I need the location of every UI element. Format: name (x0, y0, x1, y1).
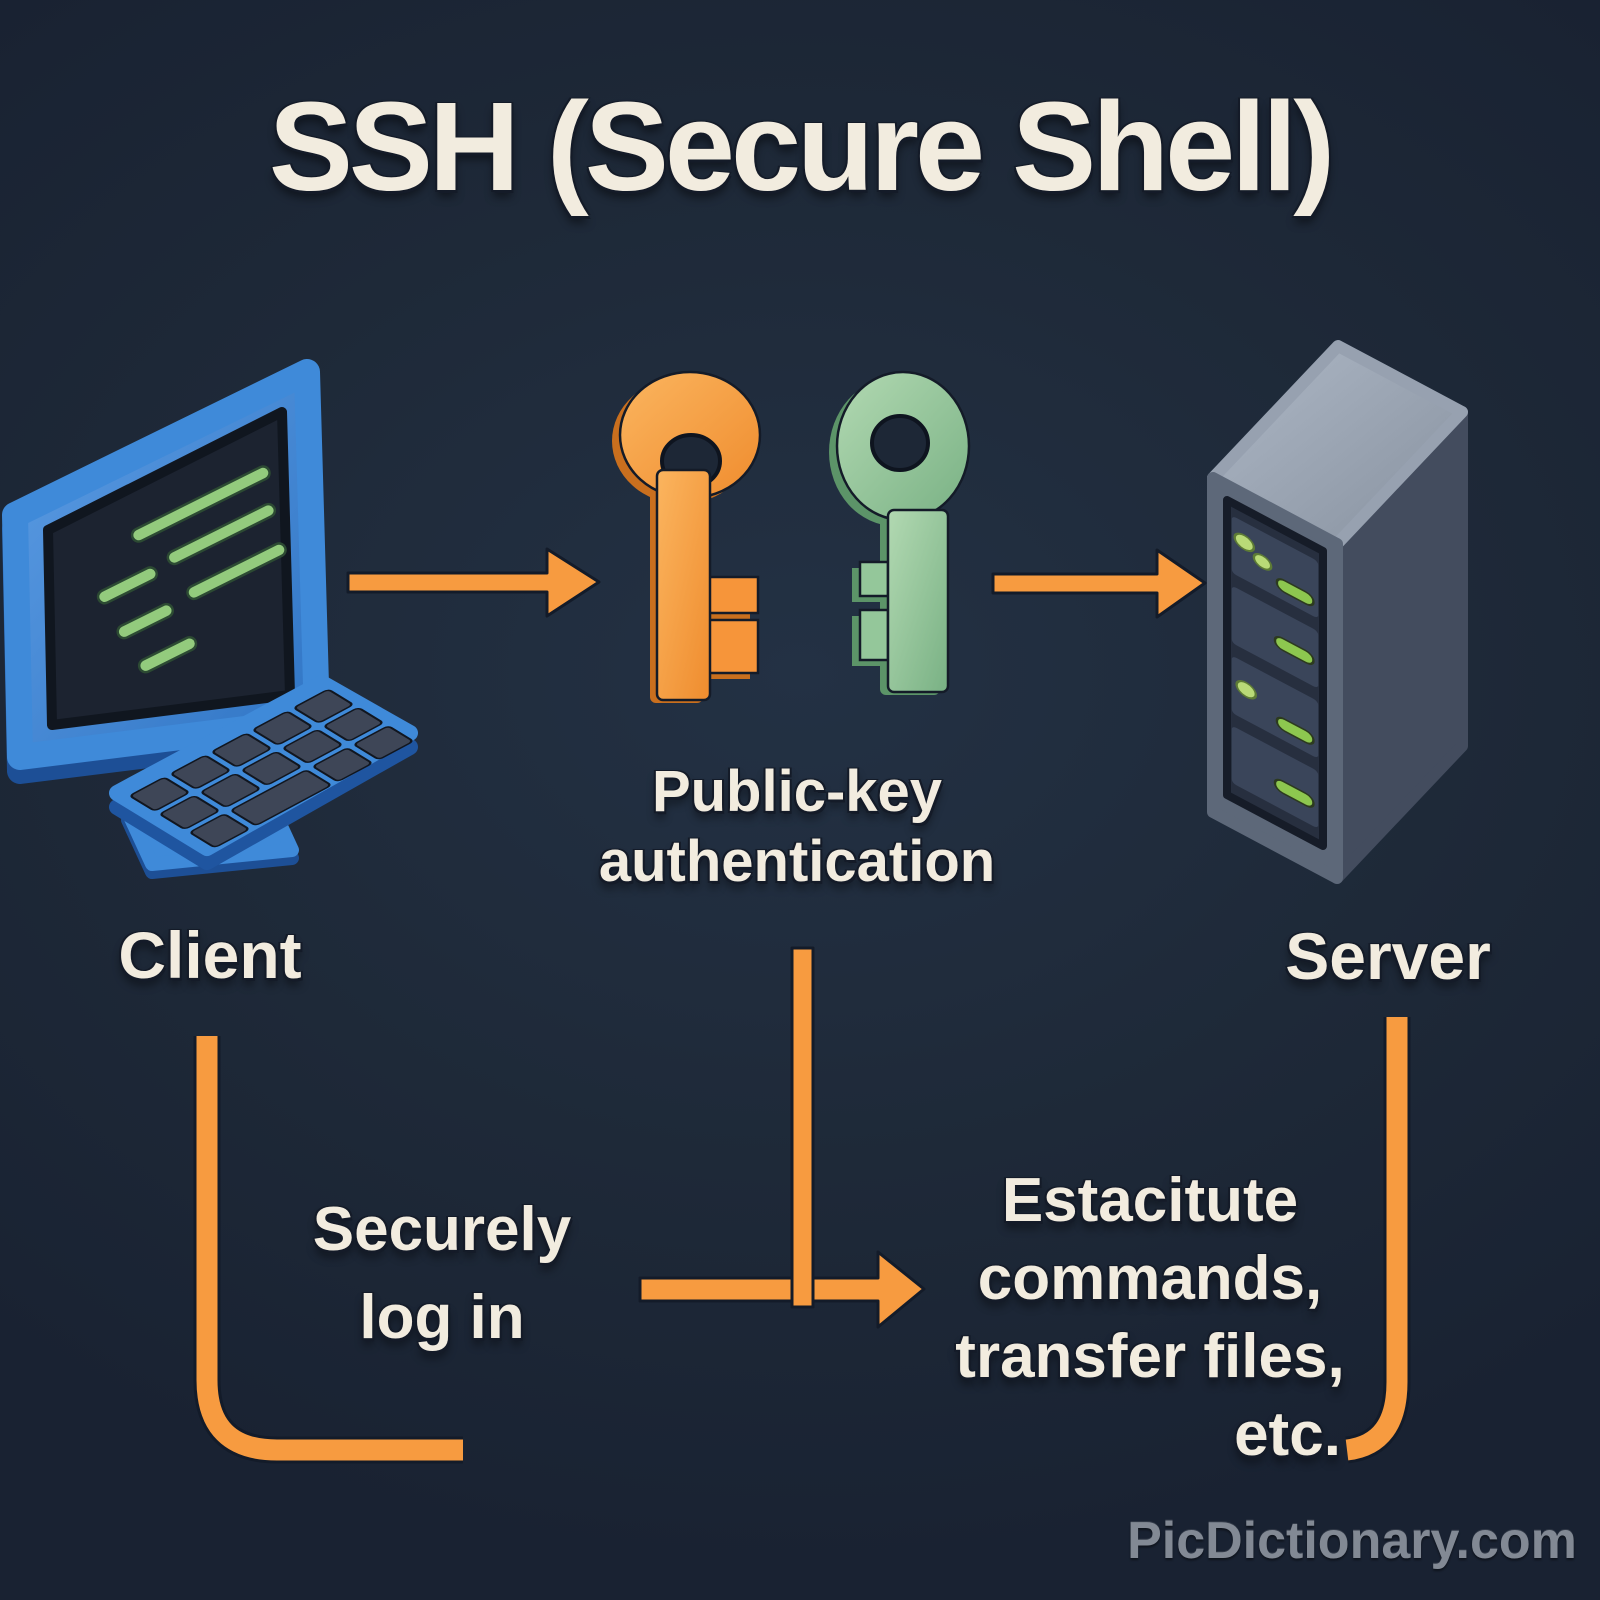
login-flow-label: Securely log in (313, 1186, 572, 1362)
green-key-icon (829, 370, 971, 695)
execute-flow-label: Estacitute commands, transfer files, etc… (870, 1162, 1430, 1474)
execute-label-line4: etc. (1234, 1400, 1341, 1469)
execute-label-line1: Estacitute (1001, 1166, 1299, 1235)
arrow-keys-to-server-icon (991, 548, 1207, 619)
page-title: SSH (Secure Shell) (268, 76, 1335, 217)
server-tower-icon (1207, 340, 1468, 884)
execute-label-line3: transfer files, (955, 1322, 1345, 1391)
client-flow-line (196, 1036, 463, 1461)
login-label-line1: Securely (312, 1195, 572, 1264)
auth-label-line2: authentication (598, 829, 996, 894)
server-status-bars (1273, 578, 1315, 808)
key-pair-icon (612, 370, 971, 703)
server-flow-line (1345, 1017, 1408, 1461)
auth-node-label: Public-key authentication (599, 757, 995, 897)
keyboard-icon (109, 675, 418, 870)
client-node-label: Client (118, 918, 302, 992)
arrow-client-to-keys-icon (346, 547, 601, 618)
watermark: PicDictionary.com (1127, 1512, 1577, 1570)
login-label-line2: log in (359, 1283, 525, 1352)
arrow-login-to-execute-icon (638, 1250, 926, 1329)
desktop-computer-icon (2, 359, 418, 879)
server-led-lights (1233, 532, 1273, 700)
terminal-lines-icon (96, 465, 287, 674)
auth-drop-line (790, 946, 815, 1309)
server-node-label: Server (1285, 919, 1491, 993)
execute-label-line2: commands, (977, 1244, 1323, 1313)
orange-key-icon (612, 370, 762, 703)
auth-label-line1: Public-key (651, 759, 943, 824)
server-rack-panel (1223, 496, 1327, 850)
